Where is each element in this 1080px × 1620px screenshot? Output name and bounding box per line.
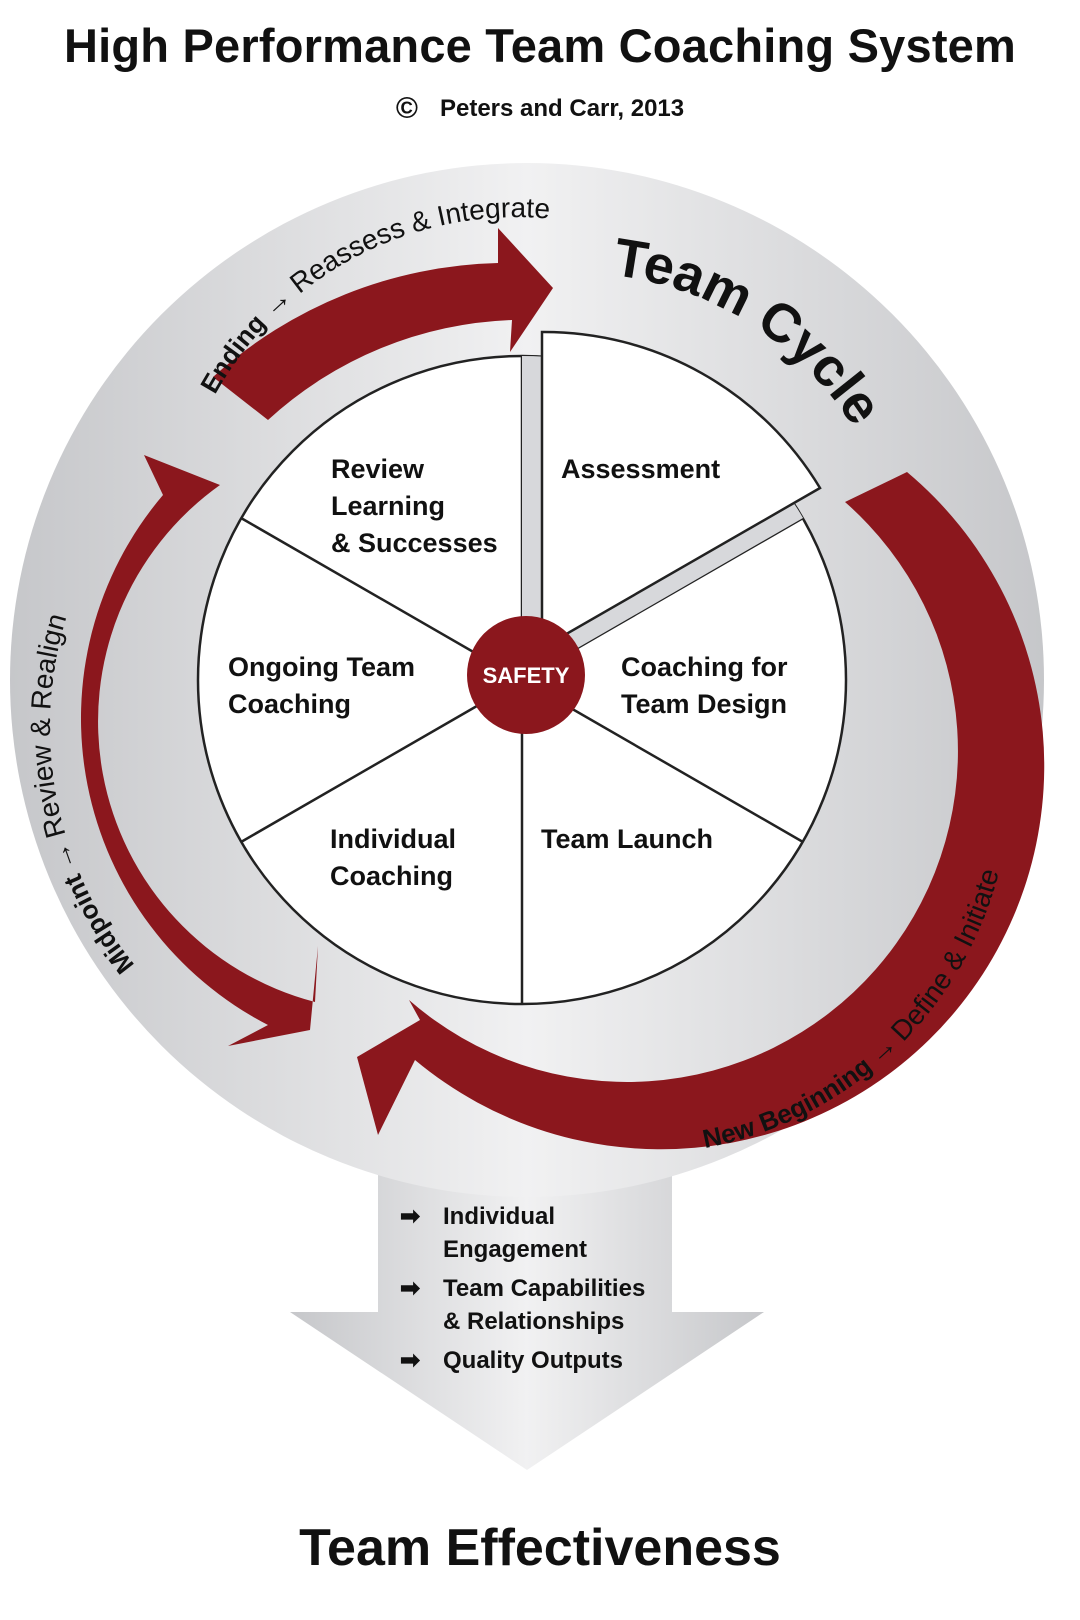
top-cycle-arrow xyxy=(213,228,553,420)
copyright-icon: © xyxy=(395,92,418,125)
output-bullet-icon: ➡ xyxy=(400,1275,421,1302)
assessment-wedge xyxy=(540,330,822,651)
effectiveness-down-arrow xyxy=(290,1150,764,1470)
team-effectiveness-label: Team Effectiveness xyxy=(299,1519,781,1577)
output-team-capabilities: Team Capabilities& Relationships xyxy=(443,1275,645,1335)
copyright-text: Peters and Carr, 2013 xyxy=(439,95,685,122)
safety-label: SAFETY xyxy=(483,663,570,688)
output-bullet-icon: ➡ xyxy=(400,1203,421,1230)
diagram-title: High Performance Team Coaching System xyxy=(63,19,1016,72)
segment-assessment-label: Assessment xyxy=(561,454,720,484)
left-cycle-arrow xyxy=(80,455,318,1046)
right-cycle-arrow xyxy=(357,472,1045,1150)
safety-hub: SAFETY xyxy=(467,616,585,734)
cycle-arrows xyxy=(80,228,1045,1150)
output-quality-outputs: Quality Outputs xyxy=(443,1347,623,1374)
copyright-line: © Peters and Carr, 2013 xyxy=(0,92,1080,126)
assessment-segment xyxy=(522,330,822,680)
divider-ongoing-individual xyxy=(240,678,523,844)
segment-team-launch-label: Team Launch xyxy=(541,824,713,854)
output-bullet-icon: ➡ xyxy=(400,1347,421,1374)
safety-circle xyxy=(467,616,585,734)
